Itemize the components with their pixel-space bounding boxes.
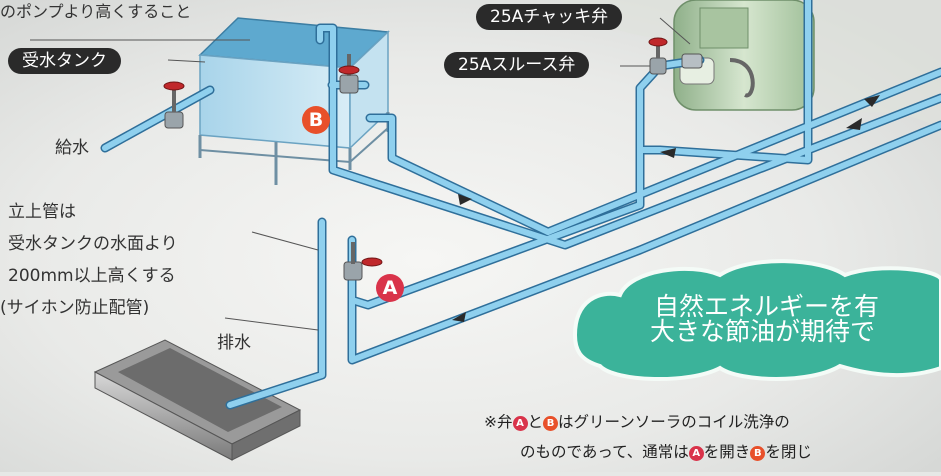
footnote-valve-b: B	[543, 416, 559, 431]
footnote-prefix: ※弁	[484, 413, 513, 431]
footnote-line2-valve-a: A	[688, 446, 704, 461]
footnote-line2-part2: を開き	[703, 443, 751, 461]
label-receiving-tank: 受水タンク	[8, 48, 121, 74]
label-sluice-valve: 25Aスルース弁	[444, 52, 590, 78]
drain-gutter	[93, 339, 302, 461]
marker-b: B	[302, 106, 330, 134]
flow-arrow-icon	[846, 118, 862, 130]
banner-cloud	[572, 259, 941, 381]
riser-note-line2: 受水タンクの水面より	[8, 234, 178, 254]
footnote-line2-part3: を閉じ	[765, 443, 812, 461]
footnote-line2-valve-b: B	[750, 446, 766, 461]
check-valve-icon	[681, 53, 703, 69]
sluice-valve-icon	[648, 37, 668, 75]
valve-b-icon	[338, 54, 360, 94]
top-note: のポンプより高くすること	[0, 2, 192, 21]
valve-a-icon	[343, 242, 383, 281]
footnote-rest1: はグリーンソーラのコイル洗浄の	[558, 413, 790, 431]
footnote-line2-part1: のものであって、通常は	[520, 443, 689, 461]
riser-note-line4: (サイホン防止配管)	[0, 298, 150, 318]
marker-a: A	[376, 274, 404, 302]
flow-arrow-icon	[864, 95, 880, 107]
banner-line2: 大きな節油が期待で	[650, 317, 876, 346]
riser-note-line1: 立上管は	[8, 202, 76, 222]
footnote-valve-a: A	[512, 416, 528, 431]
label-water-supply: 給水	[55, 138, 89, 158]
label-drain: 排水	[217, 333, 251, 353]
leader-lines	[30, 17, 691, 331]
flow-arrow-icon	[452, 312, 466, 322]
footnote-and: と	[527, 413, 544, 431]
flow-arrow-icon	[458, 194, 472, 205]
label-check-valve: 25Aチャッキ弁	[476, 4, 623, 30]
flow-arrow-icon	[660, 148, 676, 158]
solar-heater	[673, 0, 815, 111]
banner-line1: 自然エネルギーを有	[654, 292, 880, 321]
flow-arrows	[452, 95, 880, 322]
valve-icon	[163, 81, 185, 129]
riser-note-line3: 200mm以上高くする	[8, 266, 176, 286]
